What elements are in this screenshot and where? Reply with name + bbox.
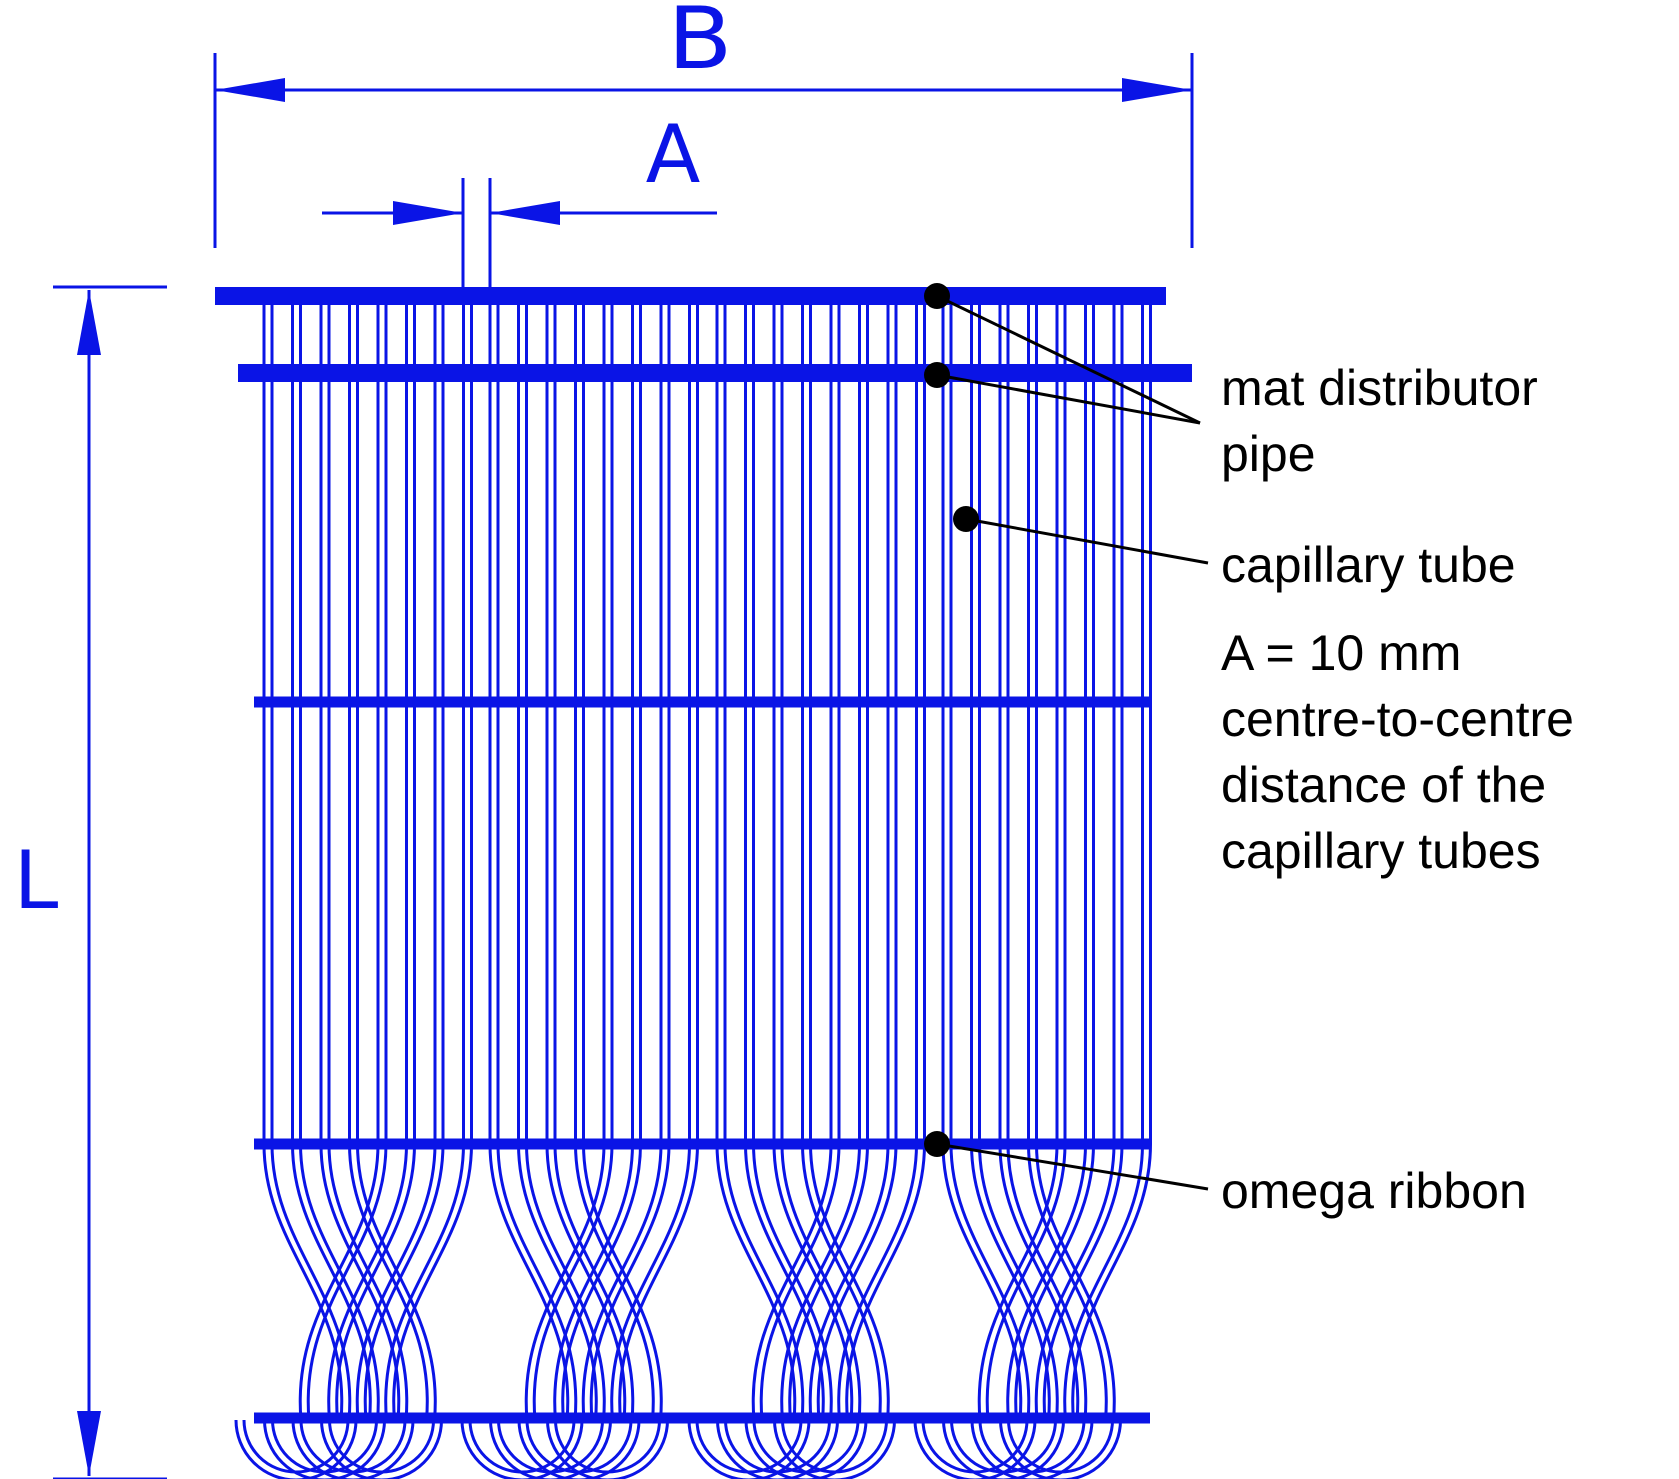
tube-loop-2-1-1 [716,1419,839,1479]
tube-cross-right-3-3-1 [1071,1143,1152,1421]
tube-cross-left-1-2-0 [545,1143,627,1421]
tube-cross-left-2-0-1 [723,1143,805,1421]
tube-cross-left-3-3-0 [1027,1143,1108,1421]
leader-omega [936,1142,1209,1191]
tube-loop-3-3-1 [999,1419,1122,1479]
tube-loop-1-3-0 [554,1419,661,1474]
tube-cross-left-2-3-0 [801,1143,882,1421]
tube-cross-left-2-2-0 [772,1143,854,1421]
tube-loop-1-2-1 [517,1419,641,1479]
cross-bars [215,287,1192,1424]
tube-cross-left-2-1-1 [752,1143,833,1421]
leader-dot-distributor-top [924,283,950,309]
tube-cross-left-1-2-1 [553,1143,635,1421]
tube-cross-left-0-2-1 [327,1143,409,1421]
tube-cross-left-3-1-0 [970,1143,1051,1421]
tube-cross-left-1-1-0 [517,1143,598,1421]
tube-cross-left-3-3-1 [1035,1143,1116,1421]
dimension-l [53,285,167,1479]
tube-cross-left-0-2-0 [319,1143,401,1421]
tube-cross-left-0-0-0 [262,1143,344,1421]
tube-loop-0-2-1 [291,1419,415,1479]
tube-cross-right-3-3-0 [1063,1143,1144,1421]
label-spacing-line1: A = 10 mm [1221,625,1461,681]
tube-loop-2-0-1 [687,1419,811,1479]
tube-loop-0-0-1 [234,1419,358,1479]
tube-cross-left-2-1-0 [744,1143,825,1421]
tube-loop-0-1-1 [263,1419,386,1479]
label-capillary: capillary tube [1221,537,1516,593]
tube-cross-left-0-3-0 [348,1143,429,1421]
tube-loop-3-2-1 [970,1419,1094,1479]
tube-cross-left-1-3-0 [574,1143,655,1421]
dim-a-arrow-left [393,201,463,225]
dim-b-arrow-left [215,78,285,102]
tube-loop-3-0-1 [913,1419,1037,1479]
tube-cross-right-0-3-0 [384,1143,465,1421]
tube-cross-right-0-3-1 [392,1143,473,1421]
tube-cross-left-3-2-1 [1006,1143,1088,1421]
dim-l-arrow-top [77,290,101,355]
tube-cross-left-2-0-0 [715,1143,797,1421]
label-omega: omega ribbon [1221,1163,1527,1219]
leaders [924,283,1209,1191]
dim-a-label: A [646,108,701,201]
tube-loop-3-3-0 [1007,1419,1114,1474]
capillary-tubes [234,305,1152,1479]
dimension-b [213,53,1194,248]
tube-loop-3-1-1 [942,1419,1065,1479]
tube-loop-0-3-0 [328,1419,435,1474]
dim-l-arrow-bottom [77,1411,101,1476]
tube-cross-left-0-1-1 [299,1143,380,1421]
tube-loop-1-3-1 [546,1419,669,1479]
tube-loop-1-0-1 [460,1419,584,1479]
dim-l-label: L [14,834,59,927]
tube-cross-left-0-0-1 [270,1143,352,1421]
tube-cross-left-2-3-1 [809,1143,890,1421]
tube-loop-1-1-1 [489,1419,612,1479]
dimension-a [322,178,717,288]
label-spacing-line3: distance of the [1221,757,1546,813]
leader-capillary [965,517,1209,565]
tube-loop-2-3-1 [773,1419,896,1479]
tube-cross-left-1-3-1 [582,1143,663,1421]
tube-cross-left-3-1-1 [978,1143,1059,1421]
tube-cross-right-2-3-0 [837,1143,918,1421]
leader-distributor-top [936,294,1201,425]
tube-cross-left-1-0-0 [488,1143,570,1421]
leader-dot-omega [924,1131,950,1157]
label-distributor-line2: pipe [1221,426,1316,482]
label-distributor-line1: mat distributor [1221,360,1538,416]
tube-cross-left-0-1-0 [291,1143,372,1421]
tube-cross-left-3-2-0 [998,1143,1080,1421]
tube-loop-2-3-0 [781,1419,888,1474]
tube-cross-left-1-1-1 [525,1143,606,1421]
label-spacing-line2: centre-to-centre [1221,691,1574,747]
tube-cross-right-1-3-0 [610,1143,691,1421]
tube-cross-right-2-3-1 [845,1143,926,1421]
tube-loop-2-2-1 [744,1419,868,1479]
tube-cross-left-0-3-1 [356,1143,437,1421]
tube-cross-left-3-0-0 [941,1143,1023,1421]
leader-distributor-bottom [936,373,1201,425]
leader-dot-capillary [953,506,979,532]
dim-b-label: B [668,0,733,89]
leader-dot-distributor-bottom [924,362,950,388]
label-spacing-line4: capillary tubes [1221,823,1541,879]
dim-a-arrow-right [490,201,560,225]
tube-cross-left-1-0-1 [496,1143,578,1421]
tube-cross-right-1-3-1 [618,1143,699,1421]
tube-cross-left-3-0-1 [949,1143,1031,1421]
tube-loop-0-3-1 [320,1419,443,1479]
tube-cross-left-2-2-1 [780,1143,862,1421]
dim-b-arrow-right [1122,78,1192,102]
